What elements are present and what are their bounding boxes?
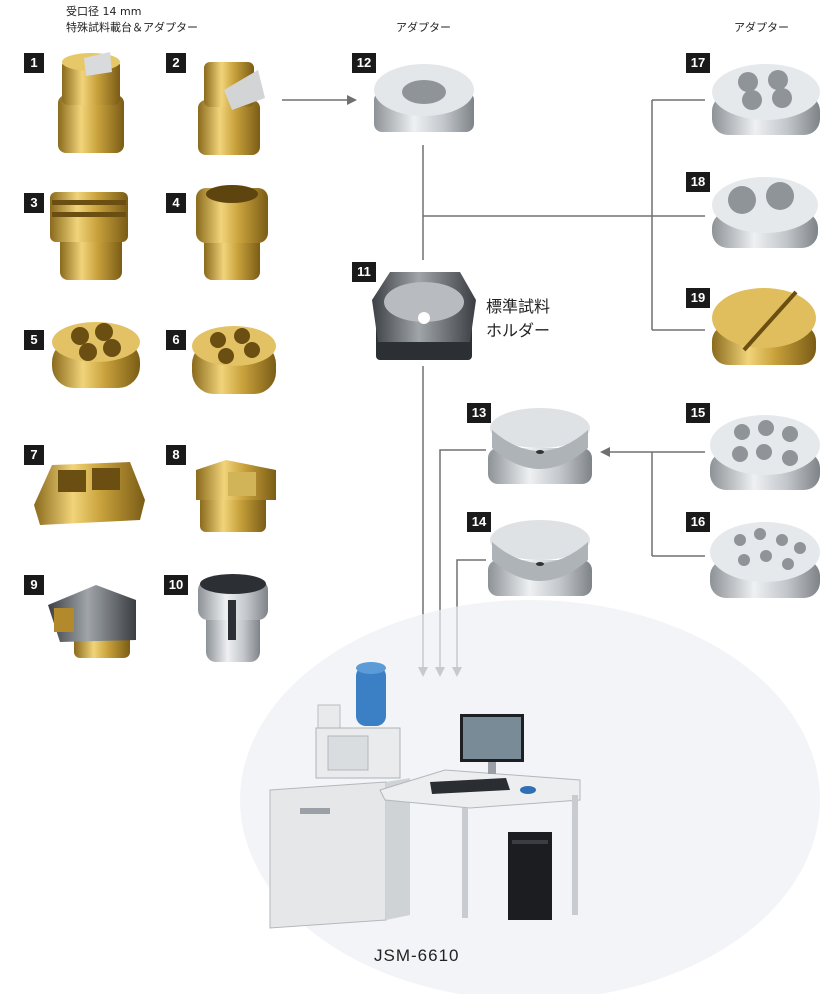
- holder-label-line2: ホルダー: [486, 321, 551, 340]
- header-adapter-center: アダプター: [396, 21, 451, 34]
- part-8-image: [196, 460, 276, 532]
- header-diameter: 受口径 14 mm: [66, 5, 142, 18]
- badge-part-8: 8: [166, 445, 186, 465]
- part-11-image: [372, 272, 476, 360]
- part-14-image: [488, 520, 592, 596]
- part-13-image: [488, 408, 592, 484]
- part-2-image: [198, 62, 265, 155]
- badge-part-1: 1: [24, 53, 44, 73]
- badge-part-19: 19: [686, 288, 710, 308]
- part-3-image: [50, 192, 128, 280]
- model-name: JSM-6610: [374, 946, 460, 965]
- header-special-stage: 特殊試料載台＆アダプター: [66, 21, 198, 34]
- part-16-image: [710, 522, 820, 598]
- sem-instrument-image: [269, 662, 581, 929]
- part-10-image: [198, 574, 268, 662]
- badge-part-11: 11: [352, 262, 376, 282]
- part-17-image: [712, 64, 820, 135]
- part-12-image: [374, 64, 474, 132]
- badge-part-16: 16: [686, 512, 710, 532]
- badge-part-2: 2: [166, 53, 186, 73]
- part-4-image: [196, 185, 268, 280]
- part-19-image: [712, 288, 816, 365]
- badge-part-9: 9: [24, 575, 44, 595]
- badge-part-13: 13: [467, 403, 491, 423]
- part-15-image: [710, 415, 820, 490]
- badge-part-15: 15: [686, 403, 710, 423]
- part-5-image: [52, 322, 140, 388]
- badge-part-12: 12: [352, 53, 376, 73]
- header-adapter-right: アダプター: [734, 21, 789, 34]
- holder-label-line1: 標準試料: [486, 297, 551, 316]
- badge-part-5: 5: [24, 330, 44, 350]
- badge-part-4: 4: [166, 193, 186, 213]
- part-7-image: [34, 462, 145, 525]
- badge-part-6: 6: [166, 330, 186, 350]
- arrow-13-to-sem: [435, 449, 486, 677]
- part-18-image: [712, 177, 818, 248]
- badge-part-18: 18: [686, 172, 710, 192]
- part-1-image: [58, 52, 124, 153]
- part-9-image: [48, 585, 136, 658]
- badge-part-7: 7: [24, 445, 44, 465]
- badge-part-17: 17: [686, 53, 710, 73]
- part-6-image: [192, 326, 276, 394]
- badge-part-10: 10: [164, 575, 188, 595]
- badge-part-3: 3: [24, 193, 44, 213]
- badge-part-14: 14: [467, 512, 491, 532]
